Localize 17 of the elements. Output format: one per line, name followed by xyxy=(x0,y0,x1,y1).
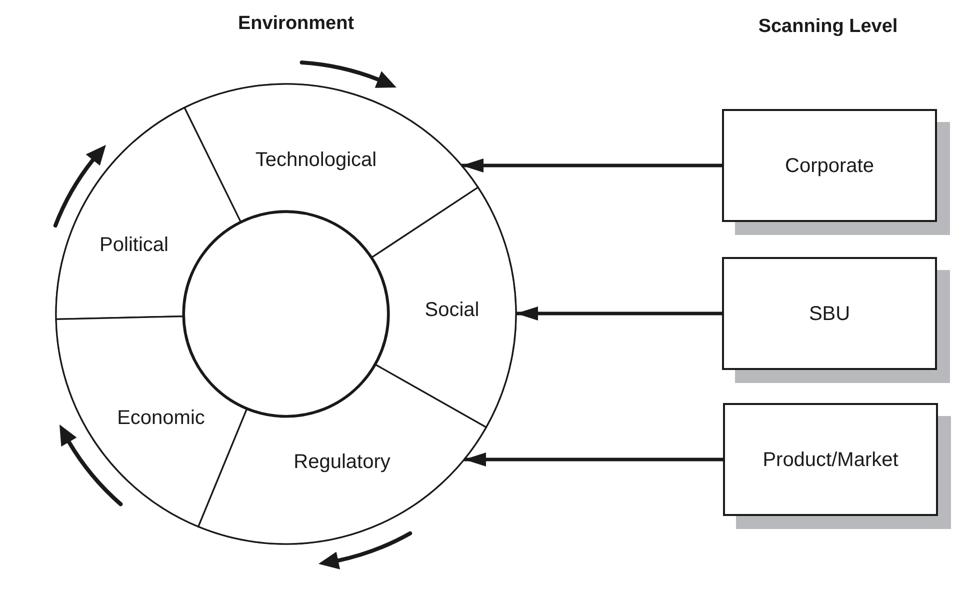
ring-segment xyxy=(183,83,480,259)
arrow xyxy=(462,158,722,172)
diagram-heading: Environment xyxy=(238,14,354,33)
ring-segment xyxy=(55,315,248,528)
box-label: Product/Market xyxy=(762,450,898,470)
segment-label: Political xyxy=(100,235,168,255)
box-label: SBU xyxy=(808,304,850,324)
ring-segment xyxy=(370,186,517,429)
arrow xyxy=(464,452,723,466)
segment-label: Social xyxy=(424,300,480,320)
arrow xyxy=(516,306,722,320)
segment-label: Regulatory xyxy=(294,452,390,472)
segment-label: Economic xyxy=(117,408,205,428)
box-label: Corporate xyxy=(785,156,874,176)
ring-segment xyxy=(55,106,242,321)
segment-label: Technological xyxy=(255,150,377,170)
column-heading: Scanning Level xyxy=(758,17,898,36)
